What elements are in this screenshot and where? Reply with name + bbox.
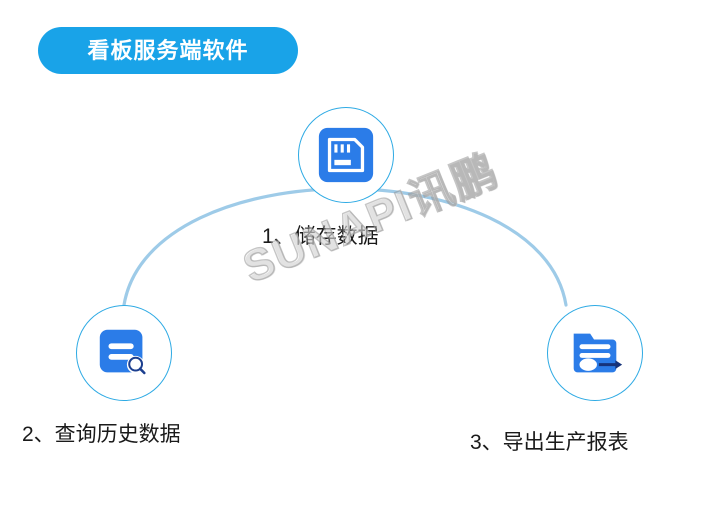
- node-export-report[interactable]: [547, 305, 643, 401]
- node-store-data[interactable]: [298, 107, 394, 203]
- title-badge: 看板服务端软件: [38, 27, 298, 74]
- folder-export-icon: [573, 333, 623, 373]
- title-badge-label: 看板服务端软件: [87, 37, 249, 63]
- node-query-history[interactable]: [76, 305, 172, 401]
- node-label-query: 2、查询历史数据: [22, 423, 181, 446]
- document-search-icon: [99, 329, 146, 375]
- node-label-store: 1、储存数据: [262, 225, 379, 248]
- node-label-export: 3、导出生产报表: [470, 431, 629, 454]
- sd-card-icon: [318, 127, 374, 183]
